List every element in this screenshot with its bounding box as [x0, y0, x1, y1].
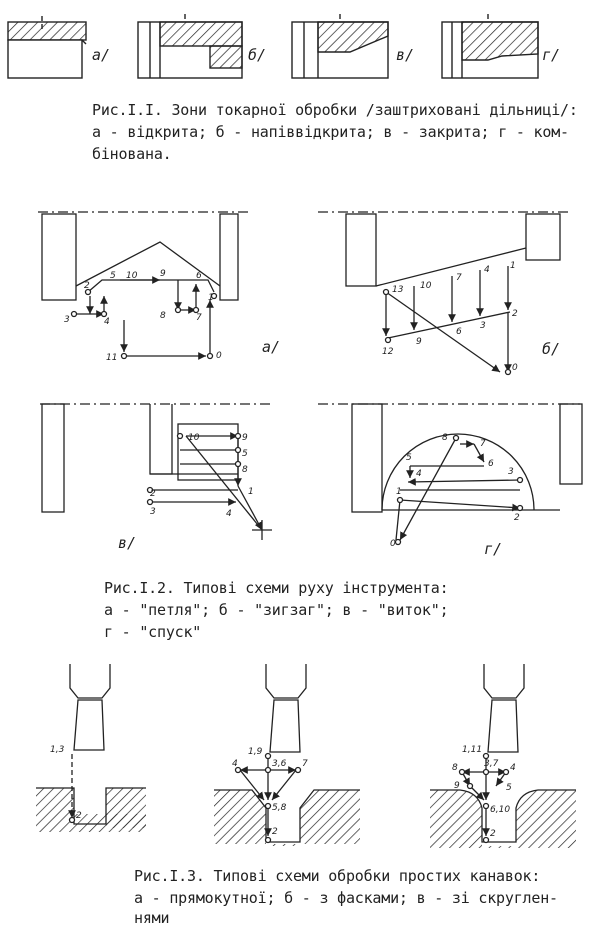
fig2-label-v: в/ [118, 534, 137, 552]
fig2-a [38, 211, 250, 360]
fig3-b [214, 664, 360, 846]
fig3-point-labels: 1,3 2 1,9 4 3,6 7 5,8 2 1,11 8 3,7 4 9 5… [50, 745, 516, 839]
fig1-caption-line3: бінована. [92, 145, 172, 163]
fig2-label-a: а/ [262, 338, 281, 356]
point-label: 3 [480, 321, 486, 331]
point-label: 6 [488, 459, 494, 469]
point-label: 6,10 [490, 805, 510, 815]
point-label: 11 [106, 353, 117, 363]
fig2-v [40, 403, 272, 540]
point-label: 0 [512, 363, 518, 373]
point-label: 13 [392, 285, 404, 295]
point-label: 3 [64, 315, 70, 325]
point-label: 5,8 [272, 803, 287, 813]
point-label: 1 [396, 487, 402, 497]
fig2-b-point-labels: 13 10 7 4 1 2 3 6 9 12 0 [382, 261, 518, 373]
point-label: 2 [272, 827, 278, 837]
point-label: 4 [416, 469, 422, 479]
point-label: 6 [456, 327, 462, 337]
fig2-b [318, 211, 570, 376]
point-label: 12 [382, 347, 394, 357]
point-label: 2 [84, 281, 90, 291]
fig2-v-point-labels: 10 9 5 8 1 2 3 4 [150, 433, 254, 519]
point-label: 10 [188, 433, 200, 443]
point-label: 1,11 [462, 745, 482, 755]
fig1-label-v: в/ [396, 46, 415, 64]
fig3-caption-line2: а - прямокутної; б - з фасками; в - зі с… [134, 889, 558, 907]
point-label: 3 [508, 467, 514, 477]
point-label: 4 [232, 759, 238, 769]
point-label: 6 [196, 271, 202, 281]
fig2-g [318, 403, 583, 546]
point-label: 2 [512, 309, 518, 319]
fig3-caption-line1: Рис.І.3. Типові схеми обробки простих ка… [134, 867, 541, 885]
point-label: 3,7 [484, 759, 499, 769]
point-label: 8 [160, 311, 166, 321]
point-label: 8 [442, 433, 448, 443]
point-label: 1 [208, 293, 214, 303]
fig2-caption-line1: Рис.І.2. Типові схеми руху інструмента: [104, 579, 449, 597]
point-label: 2 [76, 811, 82, 821]
fig2-g-point-labels: 8 7 6 5 4 3 1 2 0 [390, 433, 520, 549]
point-label: 2 [150, 489, 156, 499]
point-label: 8 [242, 465, 248, 475]
point-label: 8 [452, 763, 458, 773]
fig1-g [441, 14, 539, 79]
point-label: 1,9 [248, 747, 263, 757]
point-label: 0 [390, 539, 396, 549]
point-label: 3,6 [272, 759, 287, 769]
fig1-v [291, 14, 389, 79]
fig3-a [36, 664, 146, 832]
fig2-label-g: г/ [484, 540, 503, 558]
fig1-caption-line2: а - відкрита; б - напіввідкрита; в - зак… [92, 123, 569, 141]
point-label: 2 [490, 829, 496, 839]
point-label: 9 [454, 781, 460, 791]
point-label: 7 [456, 273, 462, 283]
fig3-caption-line3: нями [134, 909, 170, 927]
point-label: 3 [150, 507, 156, 517]
point-label: 1 [510, 261, 516, 271]
fig1-b [137, 14, 243, 79]
point-label: 1 [248, 487, 254, 497]
point-label: 4 [510, 763, 516, 773]
fig2-caption-line2: а - "петля"; б - "зигзаг"; в - "виток"; [104, 601, 449, 619]
point-label: 7 [196, 313, 202, 323]
point-label: 0 [216, 351, 222, 361]
fig2-caption-line3: г - "спуск" [104, 623, 202, 641]
point-label: 10 [420, 281, 432, 291]
point-label: 4 [226, 509, 232, 519]
point-label: 4 [484, 265, 490, 275]
point-label: 2 [514, 513, 520, 523]
fig3-v [430, 664, 576, 848]
point-label: 9 [416, 337, 422, 347]
fig1-caption-line1: Рис.І.І. Зони токарної обробки /заштрихо… [92, 101, 578, 119]
point-label: 5 [110, 271, 116, 281]
point-label: 7 [302, 759, 308, 769]
point-label: 9 [242, 433, 248, 443]
fig1-a [7, 16, 87, 79]
point-label: 5 [242, 449, 248, 459]
point-label: 7 [480, 439, 486, 449]
point-label: 5 [506, 783, 512, 793]
fig1-label-b: б/ [248, 46, 267, 64]
fig2-a-point-labels: 1 2 3 4 5 6 7 8 9 10 11 0 [64, 269, 222, 363]
fig1-label-a: а/ [92, 46, 111, 64]
point-label: 5 [406, 453, 412, 463]
fig1-label-g: г/ [542, 46, 561, 64]
point-label: 10 [126, 271, 138, 281]
point-label: 1,3 [50, 745, 65, 755]
point-label: 4 [104, 317, 110, 327]
point-label: 9 [160, 269, 166, 279]
fig2-label-b: б/ [542, 340, 561, 358]
